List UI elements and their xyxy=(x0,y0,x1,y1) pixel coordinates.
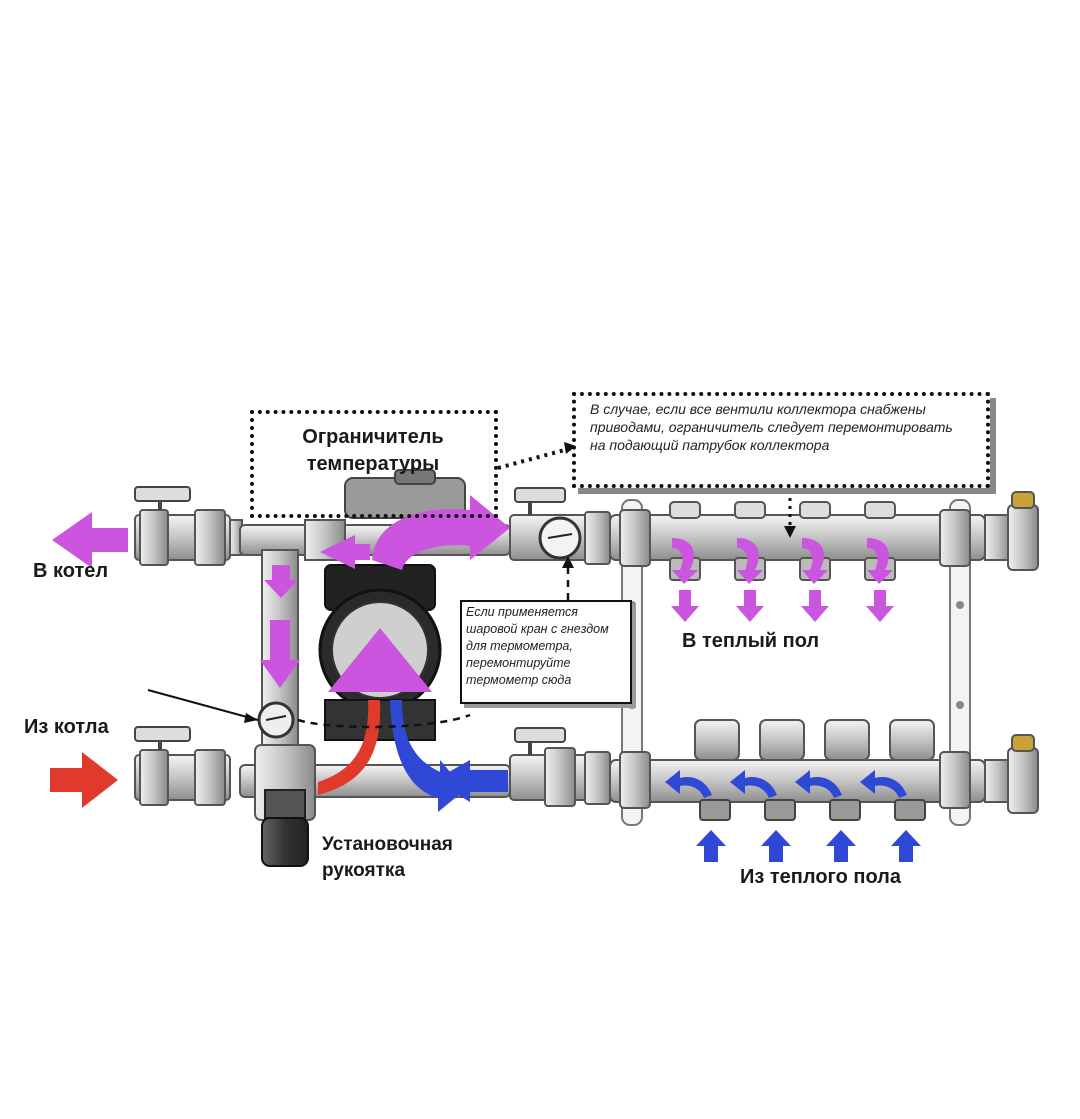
from-boiler-arrow xyxy=(50,752,118,808)
supply-manifold-bar xyxy=(609,509,986,567)
actuators-note-box xyxy=(572,392,990,488)
thermometer-note: Если применяется шаровой кран с гнездом … xyxy=(466,605,609,687)
top-right-valve-with-thermometer xyxy=(509,487,611,565)
hot-inflow-arrow xyxy=(318,700,381,795)
temperature-limiter-label: Ограничитель температуры xyxy=(302,426,444,475)
return-valve-knobs xyxy=(694,719,935,821)
setting-handle-label: Установочная рукоятка xyxy=(322,834,453,881)
to-floor-label: В теплый пол xyxy=(682,630,820,652)
floor-supply-arrows xyxy=(671,538,894,622)
air-vent-top xyxy=(984,491,1039,571)
actuators-note: В случае, если все вентили коллектора сн… xyxy=(590,401,953,454)
temperature-limiter-box xyxy=(250,410,498,518)
from-boiler-label: Из котла xyxy=(24,716,109,738)
bottom-right-ball-valve xyxy=(509,727,611,807)
return-pipe-arrow xyxy=(435,760,508,802)
to-boiler-label: В котел xyxy=(33,560,109,582)
mixed-flow-arrows xyxy=(260,495,510,692)
bottom-left-ball-valve xyxy=(134,726,231,806)
thermometer-dashed-path xyxy=(297,560,570,729)
top-left-ball-valve xyxy=(134,486,243,566)
from-floor-label: Из теплого пола xyxy=(740,866,901,888)
left-thermometer xyxy=(257,701,295,739)
air-vent-bottom xyxy=(984,734,1039,814)
floor-return-arrows xyxy=(665,770,921,862)
to-boiler-arrow xyxy=(52,512,128,568)
thermometer-note-box xyxy=(460,600,632,704)
limiter-dotted-connector xyxy=(497,446,573,470)
thermometer-pointer xyxy=(147,689,259,721)
setting-handle xyxy=(261,817,309,867)
